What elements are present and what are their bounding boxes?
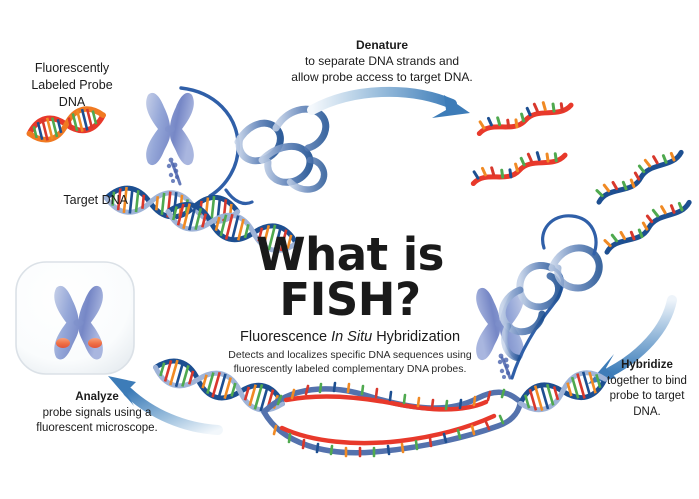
chromosome-right [476, 287, 524, 380]
label-target-text: Target DNA [63, 193, 128, 207]
denature-arrow [307, 86, 470, 118]
denatured-target-strand-2 [603, 199, 692, 255]
label-hybridize-line1: together to bind [607, 374, 687, 387]
label-denature-heading: Denature [355, 38, 408, 52]
analyze-arrow [108, 376, 223, 435]
target-dna-helix [103, 185, 299, 256]
subtitle-part-2: Hybridization [372, 329, 461, 345]
label-analyze-heading: Analyze [75, 391, 119, 403]
description-line-1: Detects and localizes specific DNA seque… [228, 349, 472, 361]
label-probe-line1: Fluorescently [34, 61, 110, 75]
hybridized-dna-complex [153, 358, 608, 458]
label-hybridize: Hybridize together to bind probe to targ… [597, 358, 697, 420]
label-analyze: Analyze probe signals using a fluorescen… [4, 390, 190, 437]
label-hybridize-line3: DNA. [633, 405, 661, 418]
page-description: Detects and localizes specific DNA seque… [180, 348, 520, 377]
label-analyze-line2: fluorescent microscope. [36, 422, 158, 435]
chromatin-coils-right [498, 214, 603, 380]
fluorescent-signal-spots [56, 338, 102, 348]
denatured-probe-strand-2 [470, 151, 568, 187]
microscope-field-panel [15, 261, 135, 375]
label-probe-line3: DNA [58, 94, 86, 109]
label-target-dna: Target DNA [8, 193, 128, 209]
chromosome-left [146, 92, 194, 186]
subtitle-italic: In Situ [331, 329, 373, 345]
label-hybridize-line2: probe to target [609, 390, 685, 403]
probe-dna-helix [26, 106, 106, 143]
label-denature-line1: to separate DNA strands and [304, 53, 460, 68]
label-probe-line2: Labeled Probe [31, 77, 113, 92]
page-title: What is FISH? [256, 228, 444, 326]
denatured-probe-strand-1 [476, 101, 574, 137]
page-subtitle: Fluorescence In Situ Hybridization [180, 329, 520, 345]
label-hybridize-heading: Hybridize [621, 359, 673, 371]
label-denature: Denature to separate DNA strands and all… [282, 38, 482, 86]
title-block: What is FISH? Fluorescence In Situ Hybri… [180, 232, 520, 377]
label-denature-line2: allow probe access to target DNA. [291, 69, 473, 84]
label-analyze-line1: probe signals using a [42, 406, 152, 419]
description-line-2: fluorescently labeled complementary DNA … [233, 363, 467, 376]
subtitle-part-1: Fluorescence [239, 329, 332, 345]
chromatin-coils-left [179, 86, 330, 206]
label-probe-dna: Fluorescently Labeled Probe DNA [2, 60, 142, 111]
denatured-target-strand-1 [595, 149, 684, 205]
